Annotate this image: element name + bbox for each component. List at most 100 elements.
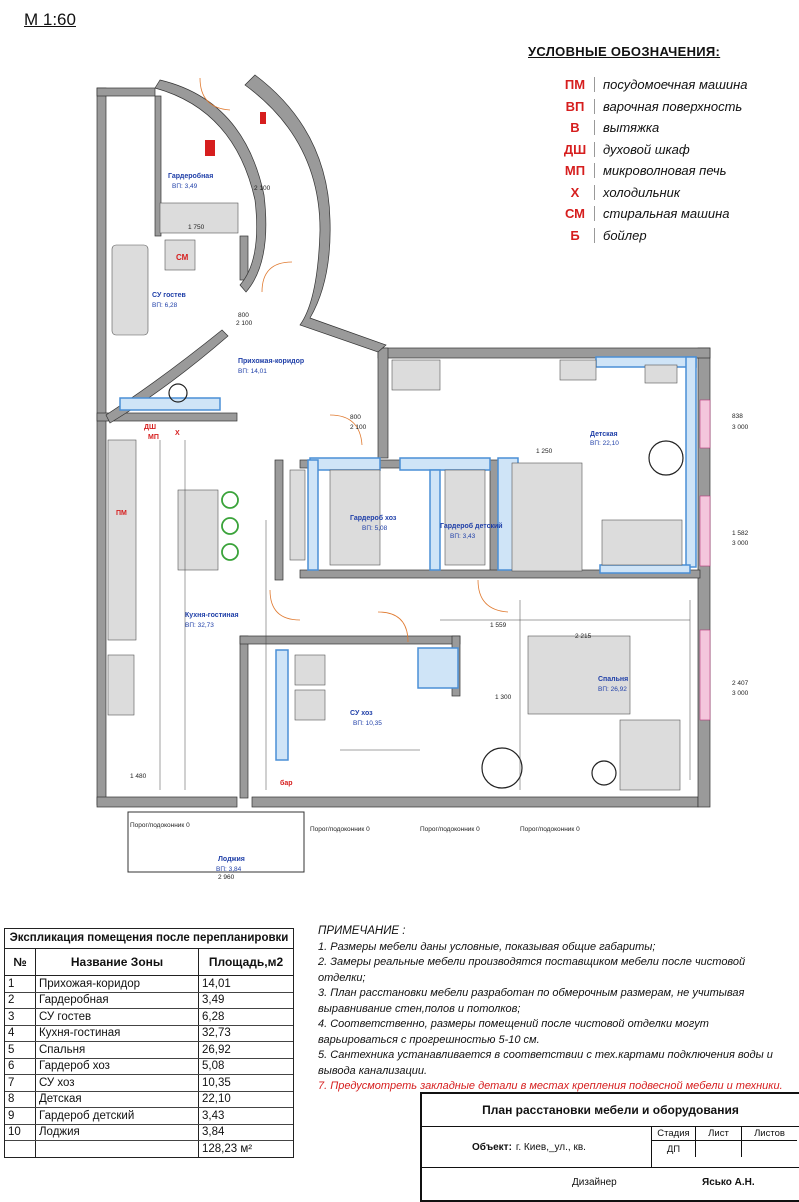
dimension-text: 1 250 <box>536 448 553 455</box>
legend-code: Х <box>560 184 595 200</box>
cell: 3 <box>5 1008 36 1026</box>
cell: Кухня-гостиная <box>35 1025 199 1042</box>
desk <box>644 364 678 384</box>
toilet <box>294 654 326 686</box>
wall <box>96 412 238 422</box>
wardrobe-edge <box>309 457 381 471</box>
wardrobe-edge <box>275 649 289 761</box>
wall <box>239 635 461 645</box>
legend-code: ВП <box>560 98 595 114</box>
notes-heading: ПРИМЕЧАНИЕ : <box>318 925 406 937</box>
shelf <box>159 202 239 234</box>
cell: 8 <box>5 1091 36 1108</box>
cell: 3,49 <box>198 992 293 1009</box>
dimension-text: 2 407 <box>732 680 749 687</box>
cell: 5,08 <box>198 1058 293 1075</box>
rugs <box>168 383 684 789</box>
threshold-label: Порог/подоконник 0 <box>130 822 190 829</box>
room-name: Кухня-гостиная <box>185 612 239 619</box>
dimension-text: 2 960 <box>218 874 235 881</box>
legend-code: В <box>560 120 595 136</box>
room-area: ВП: 32,73 <box>185 622 214 629</box>
cell: 6 <box>5 1058 36 1075</box>
wall <box>377 347 389 459</box>
legend-code: Б <box>560 227 595 243</box>
cell: 22,10 <box>198 1091 293 1108</box>
wardrobe-edge <box>119 397 221 411</box>
room-area: ВП: 10,35 <box>353 720 382 727</box>
cell: Прихожая-коридор <box>35 975 199 993</box>
wall <box>239 635 249 799</box>
wardrobe-edge <box>599 564 691 574</box>
cell: СУ хоз <box>35 1074 199 1092</box>
cell: 1 <box>5 975 36 993</box>
shelf <box>329 469 381 566</box>
dimension-lines <box>159 440 691 790</box>
legend-desc: посудомоечная машина <box>603 77 748 93</box>
cell: 2 <box>5 992 36 1009</box>
window <box>699 399 711 449</box>
dimension-text: 2 215 <box>575 633 592 640</box>
wall <box>274 459 284 581</box>
bed <box>527 635 631 715</box>
dimension-text: 2 100 <box>254 185 271 192</box>
legend-code: МП <box>560 163 595 179</box>
threshold-label: Порог/подоконник 0 <box>420 826 480 833</box>
cell: Гардероб хоз <box>35 1058 199 1075</box>
window <box>699 629 711 721</box>
object-label: Объект: <box>472 1141 512 1153</box>
cell: 14,01 <box>198 975 293 993</box>
windows <box>699 399 711 721</box>
stage-value: ДП <box>652 1141 696 1157</box>
door-swing <box>477 579 509 613</box>
door-swing <box>377 611 409 643</box>
closet <box>391 359 441 391</box>
wardrobe-edge <box>429 469 441 571</box>
threshold-label: Порог/подоконник 0 <box>520 826 580 833</box>
dimension-text: 800 <box>238 312 249 319</box>
room-area: ВП: 26,92 <box>598 686 627 693</box>
dimension-text: 3 000 <box>732 540 749 547</box>
cell: 7 <box>5 1074 36 1092</box>
dimension-text: 3 000 <box>732 424 749 431</box>
note-item: 4. Соответственно, размеры помещений пос… <box>318 1018 709 1046</box>
chair <box>221 491 239 509</box>
sofa <box>601 519 683 566</box>
cell: Спальня <box>35 1041 199 1059</box>
legend-desc: варочная поверхность <box>603 98 743 114</box>
door-swing <box>261 261 293 293</box>
cell: 4 <box>5 1025 36 1042</box>
scale-label: М 1:60 <box>24 10 76 29</box>
wall <box>239 235 249 281</box>
toilet <box>294 689 326 721</box>
round-rug <box>168 383 188 403</box>
room-name: Спальня <box>598 676 629 683</box>
round-rug <box>481 747 523 789</box>
title-block-heading: План расстановки мебели и оборудования <box>422 1094 799 1127</box>
curved-outer-wall <box>244 74 387 353</box>
wall <box>251 796 699 808</box>
appliance-mark: ДШ <box>144 424 157 431</box>
appliance-mark: МП <box>148 434 159 441</box>
red-marker <box>260 112 266 124</box>
room-area: ВП: 22,10 <box>590 440 619 447</box>
chair <box>221 543 239 561</box>
washbasin <box>164 239 196 271</box>
object-field: Объект: г. Киев,_ул., кв. <box>422 1127 652 1167</box>
dimension-text: 800 <box>350 414 361 421</box>
cell: 32,73 <box>198 1025 293 1042</box>
dimension-text: 838 <box>732 413 743 420</box>
wall <box>96 87 107 806</box>
room-name: СУ гостев <box>152 292 186 299</box>
room-area: ВП: 5,08 <box>362 525 388 532</box>
